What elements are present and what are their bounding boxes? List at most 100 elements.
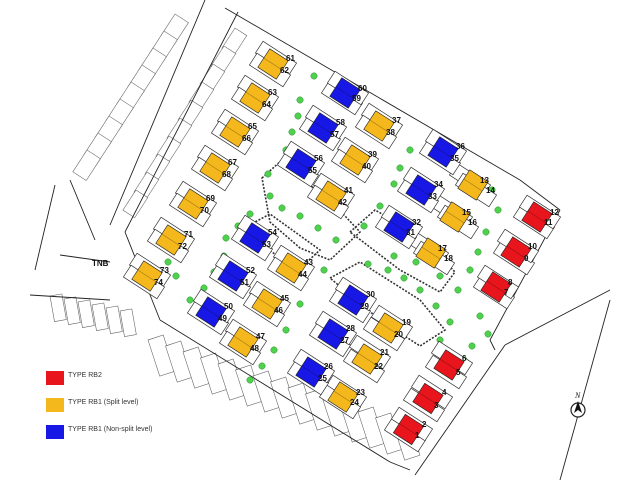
roof-ridge — [463, 178, 483, 192]
boundary-line — [504, 289, 611, 346]
lot-number: 71 — [184, 230, 193, 239]
lot-rb2-house-block — [521, 201, 553, 233]
lot-number: 42 — [338, 198, 347, 207]
roof-ridge — [137, 269, 157, 283]
lot-rb1-split-house-block — [219, 116, 251, 148]
neighbour-plot — [63, 296, 81, 325]
neighbour-plot — [119, 308, 137, 337]
north-arrow-icon: N — [570, 391, 586, 418]
lot-rb1-split-house-block — [257, 48, 289, 80]
lot-rb1-split-house-block — [457, 169, 489, 201]
lot-number: 43 — [304, 258, 313, 267]
neighbour-plot — [49, 293, 67, 322]
lot-number: 67 — [228, 158, 237, 167]
legend-item-rb1-split: TYPE RB1 (Split level) — [46, 398, 246, 414]
lot-rb1-split-house-block — [339, 144, 371, 176]
boundary-line — [34, 184, 56, 271]
boundary-line — [124, 11, 239, 233]
lot-number: 26 — [324, 362, 333, 371]
lot-number: 53 — [262, 240, 271, 249]
lot-number: 70 — [200, 206, 209, 215]
lot-number: 73 — [160, 266, 169, 275]
legend-swatch-rb1-split — [46, 398, 64, 412]
tree-icon — [314, 224, 322, 232]
lot-rb1-split-house-block — [363, 110, 395, 142]
lot-number: 5 — [456, 368, 461, 377]
roof-ridge — [389, 220, 409, 234]
lot-number: 35 — [450, 154, 459, 163]
legend-swatch-rb2 — [46, 371, 64, 385]
tree-icon — [454, 286, 462, 294]
tree-icon — [296, 300, 304, 308]
lot-rb1-split-house-block — [415, 237, 447, 269]
roof-ridge — [439, 358, 459, 372]
legend-label-rb1-nonsplit: TYPE RB1 (Non-split level) — [68, 426, 153, 433]
lot-number: 56 — [314, 154, 323, 163]
tree-icon — [186, 296, 194, 304]
lot-rb1-nonsplit-house-block — [239, 222, 271, 254]
tree-icon — [400, 274, 408, 282]
roof-ridge — [343, 293, 363, 307]
roof-ridge — [201, 305, 221, 319]
boundary-line — [69, 179, 96, 241]
tree-icon — [384, 266, 392, 274]
tree-icon — [310, 72, 318, 80]
lot-number: 69 — [206, 194, 215, 203]
lot-rb1-nonsplit-house-block — [217, 260, 249, 292]
lot-number: 4 — [442, 388, 447, 397]
lot-number: 51 — [240, 278, 249, 287]
lot-number: 11 — [544, 218, 553, 227]
legend-swatch-rb1-nonsplit — [46, 425, 64, 439]
lot-rb1-nonsplit-house-block — [329, 77, 361, 109]
tree-icon — [396, 164, 404, 172]
tree-icon — [494, 206, 502, 214]
boundary-line — [224, 7, 521, 181]
lot-number: 27 — [340, 336, 349, 345]
lot-number: 66 — [242, 134, 251, 143]
boundary-line — [414, 344, 506, 476]
roof-ridge — [445, 210, 465, 224]
lot-rb2-house-block — [392, 413, 425, 446]
lot-rb2-house-block — [500, 236, 532, 268]
lot-rb1-split-house-block — [251, 288, 283, 320]
lot-rb2-house-block — [412, 382, 444, 415]
roof-ridge — [486, 280, 506, 294]
boundary-line — [59, 254, 111, 263]
lot-number: 59 — [352, 94, 361, 103]
tree-icon — [320, 266, 328, 274]
lot-rb1-split-house-block — [199, 152, 231, 184]
neighbour-plot — [105, 305, 123, 334]
lot-rb1-nonsplit-house-block — [285, 148, 317, 180]
roof-ridge — [263, 57, 283, 71]
lot-number: 45 — [280, 294, 289, 303]
roof-ridge — [161, 233, 181, 247]
lot-rb1-split-house-block — [177, 188, 209, 220]
tree-icon — [266, 192, 274, 200]
tree-icon — [390, 180, 398, 188]
lot-number: 34 — [434, 180, 443, 189]
tree-icon — [446, 318, 454, 326]
tree-icon — [436, 272, 444, 280]
boundary-line — [559, 299, 611, 480]
tree-icon — [406, 146, 414, 154]
lot-number: 47 — [256, 332, 265, 341]
tree-icon — [474, 248, 482, 256]
roof-ridge — [321, 189, 341, 203]
tree-icon — [466, 266, 474, 274]
roof-ridge — [291, 157, 311, 171]
lot-number: 68 — [222, 170, 231, 179]
tree-icon — [332, 236, 340, 244]
tree-icon — [432, 302, 440, 310]
lot-number: 24 — [350, 398, 359, 407]
roof-ridge — [527, 210, 547, 224]
lot-rb1-nonsplit-house-block — [383, 211, 415, 243]
lot-number: 7 — [504, 288, 509, 297]
roof-ridge — [433, 145, 453, 159]
roof-ridge — [233, 335, 253, 349]
lot-number: 32 — [412, 218, 421, 227]
tree-icon — [246, 210, 254, 218]
legend-label-rb1-split: TYPE RB1 (Split level) — [68, 399, 139, 406]
lot-number: 61 — [286, 54, 295, 63]
tree-icon — [172, 272, 180, 280]
